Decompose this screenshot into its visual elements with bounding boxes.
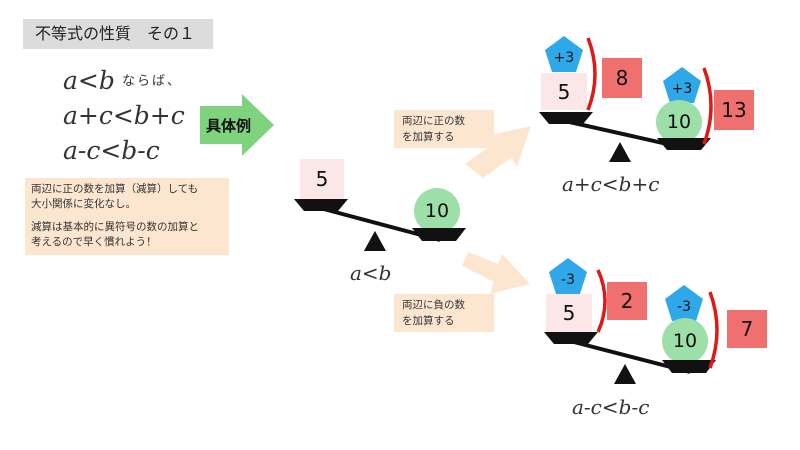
pentagon-label: -3 (561, 272, 575, 288)
note-line: を加算する (402, 315, 455, 327)
rule-sub-expression: a-c<b-c (63, 136, 160, 165)
top-right-pentagon: +3 (663, 67, 701, 103)
up-arrow (465, 126, 531, 178)
note-line: 両辺に負の数 (402, 299, 465, 311)
bottom-left-weight: 5 (546, 294, 592, 332)
premise-suffix: ならば、 (122, 74, 183, 89)
down-arrow (462, 252, 530, 294)
top-left-weight: 5 (541, 73, 587, 110)
bottom-caption: a-c<b-c (572, 395, 650, 419)
top-left-pentagon: +3 (545, 36, 583, 72)
explanation-box: 両辺に正の数を加算（減算）しても 大小関係に変化なし。 減算は基本的に異符号の数… (25, 178, 229, 255)
positive-add-note: 両辺に正の数 を加算する (394, 110, 494, 148)
explanation-line: 大小関係に変化なし。 (31, 198, 136, 210)
example-arrow (200, 94, 274, 156)
premise-expression: a<b (63, 66, 115, 95)
explanation-line: 両辺に正の数を加算（減算）しても (31, 183, 199, 195)
bottom-right-weight: 10 (662, 318, 708, 364)
center-balance (294, 199, 466, 251)
top-left-bracket (586, 37, 597, 111)
note-line: を加算する (402, 131, 455, 143)
center-caption: a<b (350, 261, 392, 285)
pentagon-label: +3 (672, 81, 693, 97)
bottom-balance (544, 332, 716, 384)
top-left-total: 8 (602, 58, 642, 98)
page-title: 不等式の性質 その１ (23, 19, 213, 49)
rule-add-expression: a+c<b+c (63, 101, 185, 130)
explanation-line: 考えるので早く慣れよう！ (31, 236, 157, 248)
top-right-total: 13 (714, 90, 754, 130)
bottom-left-bracket (596, 269, 607, 333)
center-right-weight: 10 (414, 188, 460, 234)
pentagon-label: +3 (554, 50, 575, 66)
top-balance (539, 112, 711, 162)
pentagon-label: -3 (677, 299, 691, 315)
bottom-right-pentagon: -3 (665, 285, 703, 321)
bottom-left-total: 2 (607, 282, 647, 320)
top-caption: a+c<b+c (562, 172, 660, 196)
bottom-left-pentagon: -3 (549, 258, 587, 294)
top-right-bracket (702, 67, 713, 145)
center-left-weight: 5 (300, 159, 344, 199)
example-label: 具体例 (206, 117, 252, 135)
top-right-weight: 10 (656, 100, 702, 144)
explanation-line: 減算は基本的に異符号の数の加算と (31, 221, 199, 233)
negative-add-note: 両辺に負の数 を加算する (394, 294, 494, 332)
bottom-right-bracket (708, 291, 719, 369)
bottom-right-total: 7 (727, 310, 767, 348)
note-line: 両辺に正の数 (402, 115, 465, 127)
